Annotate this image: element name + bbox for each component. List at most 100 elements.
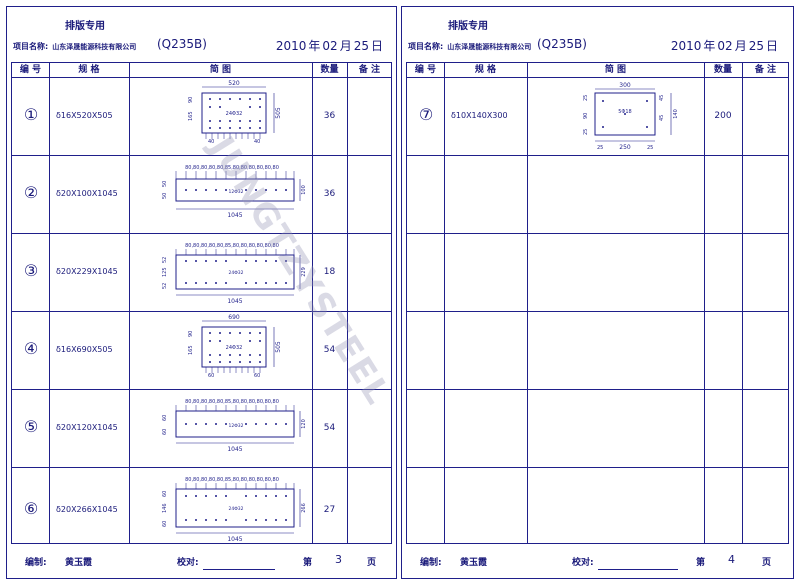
row-qty: 200 <box>714 111 732 121</box>
parts-table: 编 号 规 格 简 图 数量 备 注 ① δ16X520X505 36 520 … <box>11 62 392 544</box>
project-name: 山东泽晟能源科技有限公司 <box>52 43 137 51</box>
dim-bottom: 25 <box>597 145 603 151</box>
dim-right: 120 <box>301 419 307 429</box>
dim-inner: 24Φ32 <box>229 270 244 276</box>
dim-left: 165 <box>188 345 194 355</box>
project-label: 项目名称: <box>408 42 444 51</box>
page-prefix: 第 <box>303 558 313 568</box>
row-spec: δ16X690X505 <box>56 345 113 354</box>
dim-left: 90 <box>583 113 589 119</box>
dim-top: 690 <box>228 314 240 321</box>
row-number: ④ <box>23 339 39 358</box>
date-month-unit: 月 <box>339 39 352 53</box>
dim-left: 60 <box>162 415 168 421</box>
header-no: 编 号 <box>19 65 42 75</box>
dim-left: 25 <box>583 95 589 101</box>
plate-sketch: 690 505 24Φ32 90 165 60 60 <box>188 314 282 379</box>
dim-right: 266 <box>301 503 307 513</box>
compiler-label: 编制: <box>25 558 47 568</box>
dim-right: 505 <box>275 107 282 119</box>
stamp-label: 排版专用 <box>65 21 105 32</box>
header-remark: 备 注 <box>754 65 777 75</box>
dim-bottom: 1045 <box>227 212 242 219</box>
dim-top: 80,80,80,80,80,85,80,80,80,80,80,80 <box>185 243 279 249</box>
project-line: 项目名称:山东泽晟能源科技有限公司 <box>408 41 531 52</box>
checker-signature-line <box>598 569 678 570</box>
compiler-label: 编制: <box>420 558 442 568</box>
dim-left: 52 <box>162 257 168 263</box>
page-number: 4 <box>728 553 735 566</box>
dim-bottom: 40 <box>254 139 260 145</box>
dim-inner: 12Φ32 <box>229 189 244 195</box>
dim-top: 80,80,80,80,80,85,80,80,80,80,80,80 <box>185 399 279 405</box>
row-qty: 54 <box>323 423 336 433</box>
page-suffix: 页 <box>762 558 772 568</box>
dim-inner: 24Φ32 <box>229 506 244 512</box>
dim-right: 140 <box>673 109 679 119</box>
dim-bottom: 60 <box>208 373 214 379</box>
plate-sketch: 80,80,80,80,80,85,80,80,80,80,80,80 24Φ3… <box>162 243 307 305</box>
row-spec: δ20X266X1045 <box>56 505 118 514</box>
date-day: 25 <box>748 39 764 53</box>
date-year: 2010 <box>275 39 307 53</box>
row-number: ⑦ <box>418 105 434 124</box>
dim-inner: 24Φ32 <box>226 345 243 351</box>
dim-inner: 24Φ32 <box>226 111 243 117</box>
compiler-name: 黄玉霞 <box>65 558 93 568</box>
plate-sketch: 80,80,80,80,80,85,80,80,80,80,80,80 12Φ3… <box>162 399 307 453</box>
dim-top: 300 <box>619 82 631 89</box>
dim-right: 505 <box>275 341 282 353</box>
header-no: 编 号 <box>414 65 437 75</box>
plate-sketch: 80,80,80,80,80,85,80,80,80,80,80,80 24Φ3… <box>162 477 307 543</box>
material-grade: (Q235B) <box>537 37 587 51</box>
dim-left: 50 <box>162 181 168 187</box>
date-year-unit: 年 <box>703 39 716 53</box>
dim-top: 520 <box>228 80 240 87</box>
checker-label: 校对: <box>177 558 199 568</box>
dim-right: 100 <box>301 185 307 195</box>
dim-right: 45 <box>659 115 665 121</box>
dim-bottom: 25 <box>647 145 653 151</box>
header-remark: 备 注 <box>358 65 381 75</box>
dim-left: 60 <box>162 521 168 527</box>
header-sketch: 简 图 <box>209 65 232 75</box>
dim-top: 80,80,80,80,80,85,80,80,80,80,80,80 <box>185 165 279 171</box>
row-qty: 36 <box>323 111 336 121</box>
dim-left: 50 <box>162 193 168 199</box>
dim-left: 25 <box>583 129 589 135</box>
project-line: 项目名称:山东泽晟能源科技有限公司 <box>13 41 136 52</box>
compiler-name: 黄玉霞 <box>460 558 488 568</box>
dim-left: 146 <box>162 503 168 513</box>
dim-left: 90 <box>188 331 194 337</box>
row-number: ⑥ <box>23 499 39 518</box>
material-grade: (Q235B) <box>157 37 207 51</box>
row-spec: δ20X120X1045 <box>56 423 118 432</box>
header-spec: 规 格 <box>78 65 100 75</box>
row-spec: δ20X229X1045 <box>56 267 118 276</box>
row-number: ⑤ <box>23 417 39 436</box>
row-number: ③ <box>23 261 39 280</box>
dim-inner: 5Φ18 <box>618 109 631 115</box>
checker-signature-line <box>203 569 275 570</box>
row-qty: 27 <box>323 505 336 515</box>
dim-right: 45 <box>659 95 665 101</box>
header-sketch: 简 图 <box>604 65 627 75</box>
plate-sketch: 80,80,80,80,80,85,80,80,80,80,80,80 12Φ3… <box>162 165 307 219</box>
dim-bottom: 1045 <box>227 446 242 453</box>
dim-bottom: 1045 <box>227 536 242 543</box>
date-month-unit: 月 <box>734 39 747 53</box>
project-label: 项目名称: <box>13 42 49 51</box>
date-year-unit: 年 <box>308 39 321 53</box>
row-spec: δ16X520X505 <box>56 111 113 120</box>
date-day: 25 <box>353 39 369 53</box>
dim-left: 60 <box>162 491 168 497</box>
row-number: ② <box>23 183 39 202</box>
dim-right: 229 <box>301 267 307 277</box>
dim-left: 90 <box>188 97 194 103</box>
date-month: 02 <box>717 39 733 53</box>
date-day-unit: 日 <box>370 39 383 53</box>
checker-label: 校对: <box>572 558 594 568</box>
